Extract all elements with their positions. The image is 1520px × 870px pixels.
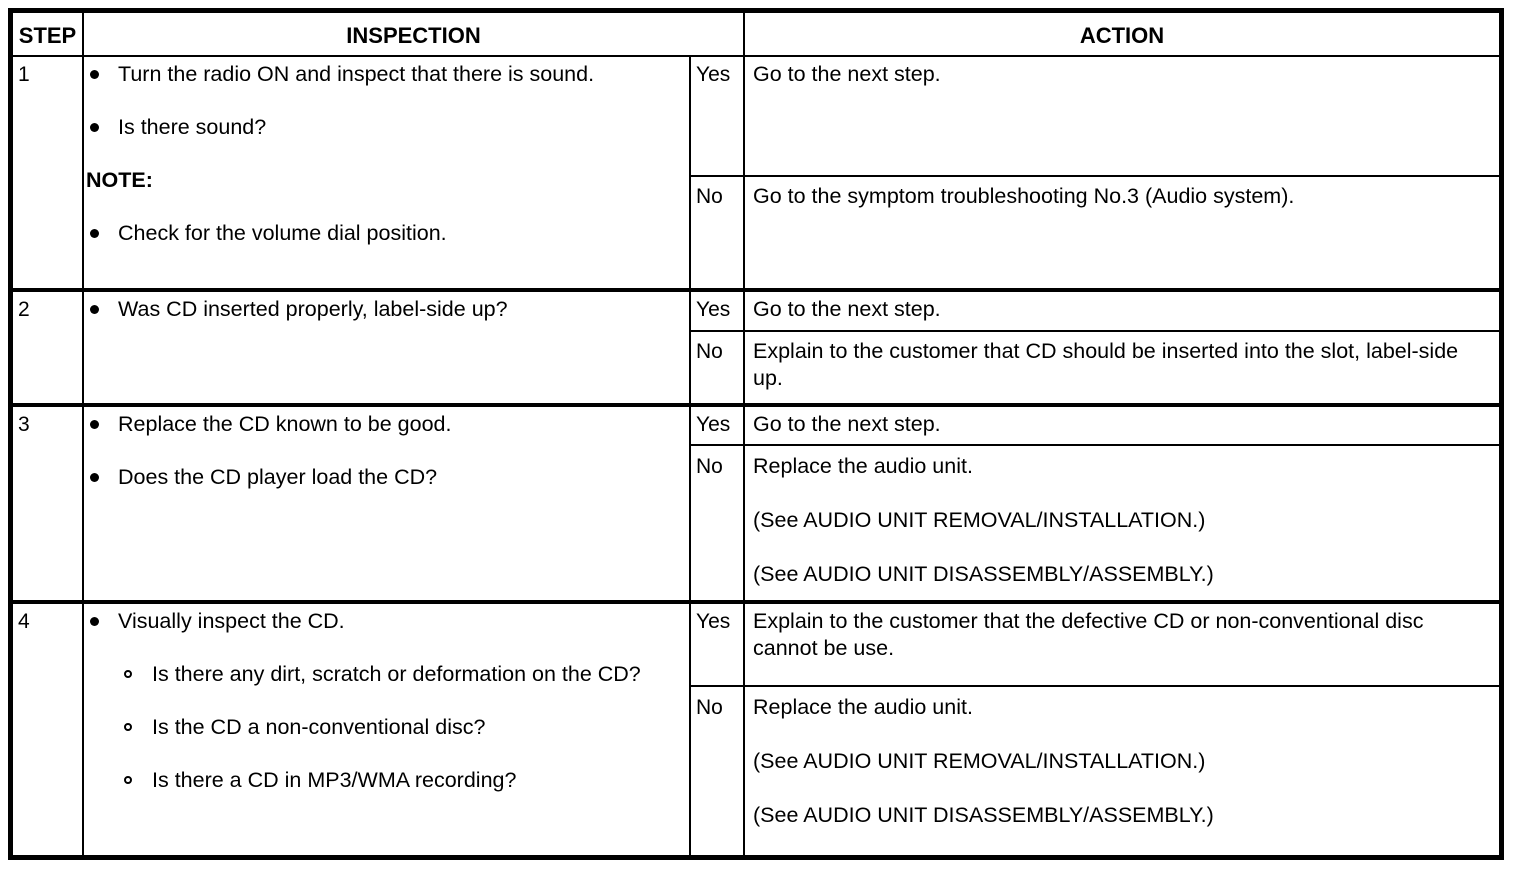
inspection-bullet-list: Visually inspect the CD.: [84, 608, 689, 635]
action-cell-no: Explain to the customer that CD should b…: [745, 338, 1499, 392]
column-divider-inspection: [689, 55, 691, 855]
filled-bullet-icon: [90, 229, 99, 238]
answer-divider-row-1: [689, 175, 1499, 177]
answer-divider-row-4: [689, 685, 1499, 687]
answer-divider-row-2: [689, 330, 1499, 332]
action-reference: (See AUDIO UNIT DISASSEMBLY/ASSEMBLY.): [753, 562, 1214, 586]
answer-label-no: No: [696, 455, 723, 478]
answer-label-no: No: [696, 696, 723, 719]
hollow-bullet-icon: [124, 670, 132, 678]
column-divider-action: [743, 13, 745, 855]
action-text: Replace the audio unit.: [753, 695, 973, 719]
list-item-text: Is there any dirt, scratch or deformatio…: [152, 662, 641, 686]
action-text: Go to the next step.: [753, 412, 941, 436]
hollow-bullet-icon: [124, 723, 132, 731]
step-number: 4: [18, 610, 30, 633]
header-action-label: ACTION: [1079, 23, 1165, 48]
action-cell-yes: Explain to the customer that the defecti…: [745, 608, 1499, 662]
list-item: Does the CD player load the CD?: [84, 464, 689, 491]
filled-bullet-icon: [90, 420, 99, 429]
column-divider-step: [82, 13, 84, 855]
action-text: Explain to the customer that the defecti…: [753, 609, 1424, 660]
row-divider-3: [13, 600, 1499, 604]
list-item: Is there a CD in MP3/WMA recording?: [122, 767, 689, 794]
header-step: STEP: [13, 13, 82, 55]
filled-bullet-icon: [90, 123, 99, 132]
inspection-cell: Turn the radio ON and inspect that there…: [84, 61, 689, 247]
list-item-text: Was CD inserted properly, label-side up?: [118, 297, 508, 321]
header-bottom-rule: [13, 55, 1499, 57]
header-inspection: INSPECTION: [84, 13, 743, 55]
inspection-bullet-list: Was CD inserted properly, label-side up?: [84, 296, 689, 323]
action-cell-yes: Go to the next step.: [745, 296, 1499, 323]
note-bullet-list: Check for the volume dial position.: [84, 220, 689, 247]
action-text: Replace the audio unit.: [753, 454, 973, 478]
filled-bullet-icon: [90, 473, 99, 482]
list-item: Is there any dirt, scratch or deformatio…: [122, 661, 689, 688]
list-item: Replace the CD known to be good.: [84, 411, 689, 438]
action-reference: (See AUDIO UNIT REMOVAL/INSTALLATION.): [753, 749, 1206, 773]
answer-label-no: No: [696, 185, 723, 208]
note-label: NOTE:: [86, 168, 153, 192]
answer-label-yes: Yes: [696, 298, 731, 321]
action-reference: (See AUDIO UNIT DISASSEMBLY/ASSEMBLY.): [753, 803, 1214, 827]
inspection-cell: Visually inspect the CD. Is there any di…: [84, 608, 689, 794]
header-action: ACTION: [745, 13, 1499, 55]
list-item-text: Is there a CD in MP3/WMA recording?: [152, 768, 517, 792]
answer-label-yes: Yes: [696, 63, 731, 86]
list-item: Turn the radio ON and inspect that there…: [84, 61, 689, 88]
troubleshooting-table: STEP INSPECTION ACTION 1 Turn the radio …: [8, 8, 1504, 860]
action-text: Go to the next step.: [753, 62, 941, 86]
filled-bullet-icon: [90, 305, 99, 314]
action-cell-no: Replace the audio unit. (See AUDIO UNIT …: [745, 694, 1499, 829]
action-cell-no: Replace the audio unit. (See AUDIO UNIT …: [745, 453, 1499, 588]
list-item-text: Is there sound?: [118, 115, 267, 139]
answer-label-yes: Yes: [696, 413, 731, 436]
list-item-text: Visually inspect the CD.: [118, 609, 345, 633]
step-number: 1: [18, 63, 30, 86]
list-item-text: Replace the CD known to be good.: [118, 412, 452, 436]
table-grid: STEP INSPECTION ACTION 1 Turn the radio …: [13, 13, 1499, 855]
row-divider-2: [13, 403, 1499, 407]
list-item-text: Is the CD a non-conventional disc?: [152, 715, 486, 739]
inspection-bullet-list: Replace the CD known to be good. Does th…: [84, 411, 689, 491]
action-cell-yes: Go to the next step.: [745, 411, 1499, 438]
answer-divider-row-3: [689, 444, 1499, 446]
inspection-bullet-list: Turn the radio ON and inspect that there…: [84, 61, 689, 141]
action-text: Explain to the customer that CD should b…: [753, 339, 1459, 390]
action-reference: (See AUDIO UNIT REMOVAL/INSTALLATION.): [753, 508, 1206, 532]
step-number: 2: [18, 298, 30, 321]
list-item: Is the CD a non-conventional disc?: [122, 714, 689, 741]
hollow-bullet-icon: [124, 776, 132, 784]
step-number: 3: [18, 413, 30, 436]
row-divider-1: [13, 288, 1499, 292]
inspection-cell: Replace the CD known to be good. Does th…: [84, 411, 689, 491]
action-text: Go to the symptom troubleshooting No.3 (…: [753, 184, 1295, 208]
list-item: Was CD inserted properly, label-side up?: [84, 296, 689, 323]
list-item-text: Check for the volume dial position.: [118, 221, 447, 245]
filled-bullet-icon: [90, 70, 99, 79]
filled-bullet-icon: [90, 617, 99, 626]
inspection-cell: Was CD inserted properly, label-side up?: [84, 296, 689, 323]
list-item: Check for the volume dial position.: [84, 220, 689, 247]
list-item-text: Does the CD player load the CD?: [118, 465, 438, 489]
inspection-sub-bullet-list: Is there any dirt, scratch or deformatio…: [84, 661, 689, 794]
answer-label-no: No: [696, 340, 723, 363]
list-item: Visually inspect the CD.: [84, 608, 689, 635]
action-text: Go to the next step.: [753, 297, 941, 321]
list-item: Is there sound?: [84, 114, 689, 141]
answer-label-yes: Yes: [696, 610, 731, 633]
header-step-label: STEP: [18, 23, 77, 48]
list-item-text: Turn the radio ON and inspect that there…: [118, 62, 595, 86]
header-inspection-label: INSPECTION: [346, 23, 481, 48]
action-cell-yes: Go to the next step.: [745, 61, 1499, 88]
action-cell-no: Go to the symptom troubleshooting No.3 (…: [745, 183, 1499, 210]
